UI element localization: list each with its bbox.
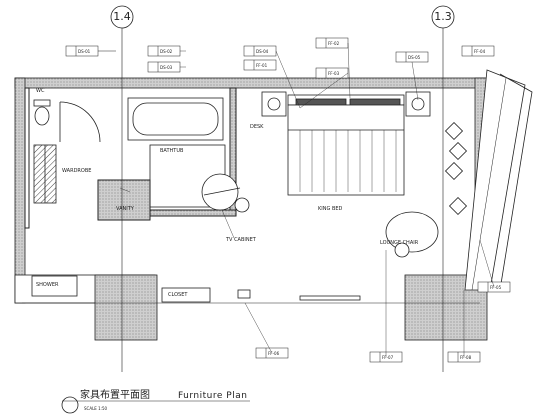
room-labels: KING BED BATHTUB WARDROBE WC VANITY LOUN…	[36, 88, 419, 298]
scale: SCALE 1:50	[84, 406, 108, 411]
title-cn: 家具布置平面图	[80, 388, 150, 401]
svg-text:SHOWER: SHOWER	[36, 282, 59, 288]
bed-icon	[287, 104, 405, 196]
door-swing-icon	[59, 101, 101, 143]
bedroom	[31, 91, 468, 303]
wall-column-left	[94, 274, 158, 341]
svg-text:WC: WC	[36, 88, 45, 94]
svg-text:VANITY: VANITY	[116, 206, 135, 212]
svg-text:DESK: DESK	[250, 124, 264, 130]
svg-text:FF-02: FF-02	[328, 41, 340, 46]
grid-marker-label: 1.4	[113, 10, 131, 23]
grid-bubble-icon	[431, 5, 455, 29]
svg-text:DS-04: DS-04	[256, 49, 269, 54]
window-bay	[464, 69, 526, 291]
toilet-icon	[33, 99, 51, 126]
svg-text:FF-08: FF-08	[460, 355, 472, 360]
nightstand-right-icon	[405, 91, 431, 117]
walls	[14, 69, 533, 341]
svg-text:DS-01: DS-01	[78, 49, 91, 54]
svg-text:FF-05: FF-05	[490, 285, 502, 290]
svg-text:FF-04: FF-04	[474, 49, 486, 54]
svg-text:FF-01: FF-01	[256, 63, 268, 68]
leader-lines	[119, 42, 495, 357]
title-bubble-icon	[61, 396, 79, 414]
partitions	[24, 87, 237, 229]
wall-top	[14, 77, 486, 89]
cushions-icon	[444, 121, 468, 216]
grid-marker-1: 1.4	[110, 5, 134, 29]
lounge-chair-icon	[385, 211, 439, 253]
title-en: Furniture Plan	[178, 391, 247, 401]
svg-text:FF-06: FF-06	[268, 351, 280, 356]
tag-1	[65, 45, 116, 57]
grid-lines	[121, 25, 444, 372]
svg-text:WARDROBE: WARDROBE	[62, 168, 91, 174]
closet-icon	[161, 287, 211, 303]
svg-text:DS-03: DS-03	[160, 65, 173, 70]
nightstand-left-icon	[261, 91, 287, 117]
svg-text:BATHTUB: BATHTUB	[160, 148, 184, 154]
svg-text:DS-02: DS-02	[160, 49, 173, 54]
svg-text:DS-05: DS-05	[408, 55, 421, 60]
grid-bubble-icon	[110, 5, 134, 29]
tag-9	[461, 45, 495, 57]
tag-5	[243, 59, 277, 71]
wall-left	[14, 77, 26, 304]
grid-marker-2: 1.3	[431, 5, 455, 29]
svg-text:TV CABINET: TV CABINET	[225, 237, 257, 243]
svg-text:FF-03: FF-03	[328, 71, 340, 76]
bathtub-icon	[127, 97, 224, 141]
tag-texts: DS-01 DS-02 DS-03 DS-04 FF-01 FF-02 FF-0…	[78, 41, 502, 360]
svg-text:LOUNGE CHAIR: LOUNGE CHAIR	[380, 240, 419, 246]
grid-marker-label: 1.3	[434, 10, 452, 23]
svg-text:FF-07: FF-07	[382, 355, 394, 360]
tv-cabinet-icon	[299, 295, 361, 301]
title-block: 家具布置平面图 Furniture Plan SCALE 1:50	[61, 388, 250, 414]
svg-text:KING BED: KING BED	[318, 206, 343, 212]
svg-text:CLOSET: CLOSET	[168, 292, 188, 298]
bathroom	[33, 97, 250, 213]
